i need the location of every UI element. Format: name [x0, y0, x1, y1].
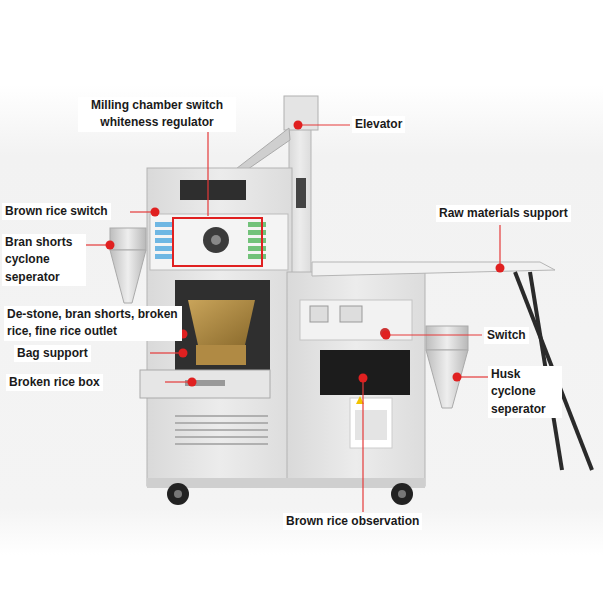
part-label: Brown rice observation: [283, 513, 422, 530]
part-label: Raw materials support: [436, 205, 571, 222]
part-label: Elevator: [352, 116, 405, 133]
part-label: Switch: [484, 327, 529, 344]
part-label: Husk cyclone seperator: [488, 366, 562, 418]
part-label: Broken rice box: [6, 374, 103, 391]
part-label: Bran shorts cyclone seperator: [2, 234, 86, 286]
part-label: De-stone, bran shorts, broken rice, fine…: [4, 306, 182, 341]
part-label: Milling chamber switch whiteness regulat…: [78, 97, 236, 132]
part-label: Bag support: [14, 345, 91, 362]
part-label: Brown rice switch: [2, 203, 111, 220]
